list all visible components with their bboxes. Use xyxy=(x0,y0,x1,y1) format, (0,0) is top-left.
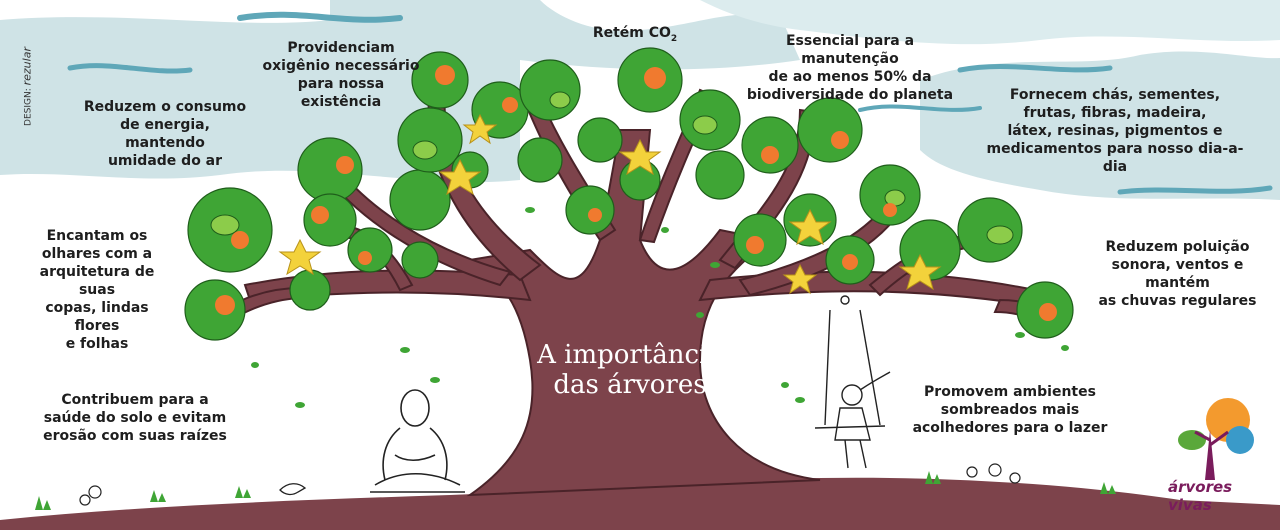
main-title: A importância das árvores xyxy=(520,340,740,400)
lazer-text: Promovem ambientes sombreados mais acolh… xyxy=(910,383,1110,437)
produtos-line-3: látex, resinas, pigmentos e xyxy=(1007,123,1223,139)
designer-signature: rezular xyxy=(20,47,34,86)
encantam-line-2: olhares com a xyxy=(41,246,153,262)
lazer-line-2: sombreados mais xyxy=(940,402,1080,418)
energia-line-1: Reduzem o consumo xyxy=(83,99,247,115)
produtos-line-2: frutas, fibras, madeira, xyxy=(1023,105,1207,121)
bird xyxy=(279,483,307,496)
oxigenio-text: Providenciam oxigênio necessário para no… xyxy=(256,39,426,111)
energia-text: Reduzem o consumo de energia, mantendo u… xyxy=(80,98,250,170)
logo-text: árvores vivas xyxy=(1168,478,1233,514)
encantam-line-4: copas, lindas flores xyxy=(45,300,149,334)
oxigenio-line-2: oxigênio necessário xyxy=(262,58,420,74)
ground-flowers xyxy=(79,463,1021,506)
title-line-2: das árvores xyxy=(553,370,707,400)
swing-girl xyxy=(814,295,891,469)
grass xyxy=(35,471,1116,510)
solo-line-2: saúde do solo e evitam xyxy=(43,410,227,426)
arvores-vivas-logo xyxy=(1178,398,1254,480)
biodiversidade-text: Essencial para a manutenção de ao menos … xyxy=(745,32,955,104)
solo-line-1: Contribuem para a xyxy=(61,392,209,408)
retem-text: Retém CO xyxy=(592,25,671,41)
encantam-line-1: Encantam os xyxy=(46,228,148,244)
poluicao-line-2: sonora, ventos e mantém xyxy=(1111,257,1244,291)
oxigenio-line-1: Providenciam xyxy=(287,40,395,56)
poluicao-text: Reduzem poluição sonora, ventos e mantém… xyxy=(1085,238,1270,310)
encantam-line-5: e folhas xyxy=(65,336,129,352)
biodiversidade-line-2: de ao menos 50% da xyxy=(768,69,932,85)
produtos-line-4: medicamentos para nosso dia-a-dia xyxy=(986,141,1244,175)
biodiversidade-line-1: Essencial para a manutenção xyxy=(785,33,915,67)
encantam-text: Encantam os olhares com a arquitetura de… xyxy=(22,227,172,353)
sky-clouds xyxy=(0,0,1280,200)
retem-co2: Retém CO2 xyxy=(585,24,685,48)
energia-line-2: de energia, mantendo xyxy=(120,117,210,151)
title-line-1: A importância xyxy=(537,340,723,370)
oxigenio-line-3: para nossa existência xyxy=(297,76,385,110)
produtos-line-1: Fornecem chás, sementes, xyxy=(1009,87,1221,103)
poluicao-line-1: Reduzem poluição xyxy=(1105,239,1250,255)
solo-text: Contribuem para a saúde do solo e evitam… xyxy=(40,391,230,445)
lazer-line-1: Promovem ambientes xyxy=(924,384,1096,400)
foliage xyxy=(184,47,1074,408)
lazer-line-3: acolhedores para o lazer xyxy=(912,420,1108,436)
co2-subscript: 2 xyxy=(670,33,678,44)
encantam-line-3: arquitetura de suas xyxy=(39,264,155,298)
person-sitting xyxy=(370,389,465,493)
energia-line-3: umidade do ar xyxy=(107,153,223,169)
ground xyxy=(0,477,1280,530)
designer-credit: DESIGN: rezular xyxy=(21,42,34,132)
solo-line-3: erosão com suas raízes xyxy=(43,428,227,444)
poluicao-line-3: as chuvas regulares xyxy=(1098,293,1257,309)
produtos-text: Fornecem chás, sementes, frutas, fibras,… xyxy=(985,86,1245,176)
designer-label: DESIGN: xyxy=(23,85,34,126)
biodiversidade-line-3: biodiversidade do planeta xyxy=(746,87,954,103)
